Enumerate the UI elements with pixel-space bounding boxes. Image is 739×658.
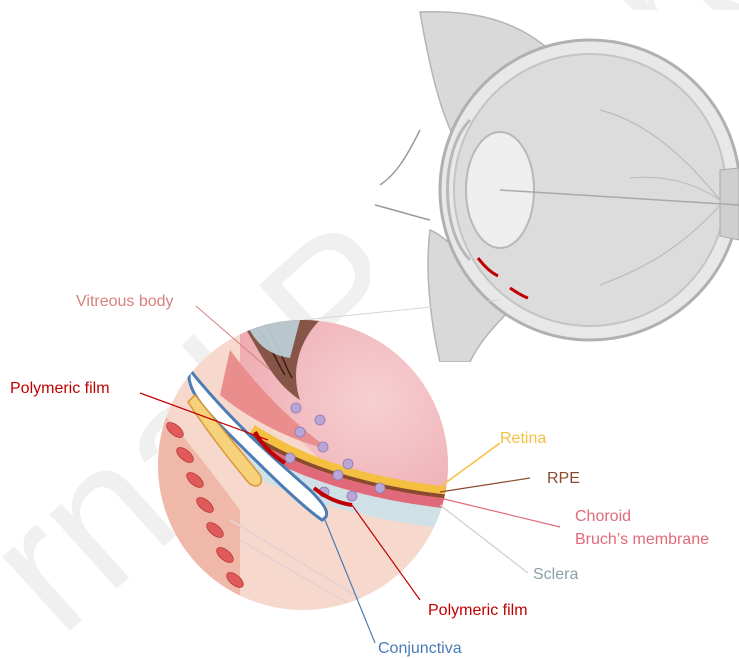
label-bruchs-membrane: Bruch’s membrane <box>575 531 709 548</box>
eye-overview-illustration <box>370 10 739 362</box>
label-vitreous-body: Vitreous body <box>76 293 174 310</box>
label-retina: Retina <box>500 430 546 447</box>
label-rpe: RPE <box>547 470 580 487</box>
label-choroid: Choroid <box>575 508 631 525</box>
leader-retina <box>440 443 500 487</box>
label-conjunctiva: Conjunctiva <box>378 640 462 657</box>
label-polymeric-film-bottom: Polymeric film <box>428 602 528 619</box>
label-sclera: Sclera <box>533 566 578 583</box>
leader-sclera <box>440 505 528 573</box>
leader-rpe <box>440 478 530 492</box>
label-polymeric-film-left: Polymeric film <box>10 380 110 397</box>
leader-choroid <box>440 498 560 527</box>
